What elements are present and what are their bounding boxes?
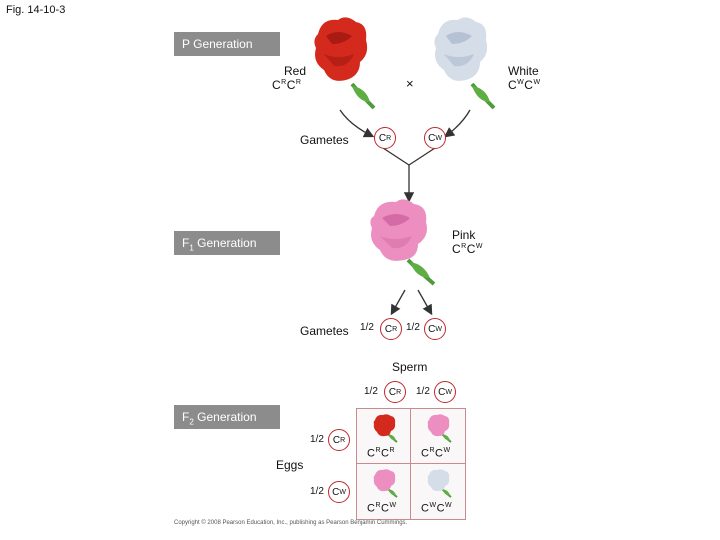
f1-gamete-white-fraction: 1/2 bbox=[406, 322, 420, 333]
f1-generation-title: F1 Generation bbox=[182, 236, 257, 253]
figure-label: Fig. 14-10-3 bbox=[6, 4, 66, 16]
punnett-genotype-rw-bottom: CRCW bbox=[367, 502, 397, 515]
p-generation-title: P Generation bbox=[182, 37, 253, 51]
sperm-white-fraction: 1/2 bbox=[416, 386, 430, 397]
pink-flower-small-image bbox=[373, 469, 398, 498]
egg-white-fraction: 1/2 bbox=[310, 486, 324, 497]
white-genotype: CWCW bbox=[508, 78, 541, 92]
p-generation-bar: P Generation bbox=[174, 32, 280, 56]
punnett-genotype-rw-top: CRCW bbox=[421, 447, 451, 460]
white-flower-small-image bbox=[427, 469, 452, 498]
f1-gametes-label: Gametes bbox=[300, 324, 349, 338]
pink-genotype: CRCW bbox=[452, 242, 484, 256]
cross-symbol: × bbox=[406, 76, 414, 91]
red-flower-small-image bbox=[373, 414, 398, 443]
punnett-cell-rw-bottom: CRCW bbox=[356, 463, 412, 520]
p-gametes-label: Gametes bbox=[300, 133, 349, 147]
white-flower-image bbox=[434, 17, 496, 110]
sperm-red-fraction: 1/2 bbox=[364, 386, 378, 397]
red-label: Red bbox=[283, 64, 306, 78]
punnett-cell-rw-top: CRCW bbox=[410, 408, 466, 465]
pink-label: Pink bbox=[452, 228, 476, 242]
pink-flower-small-image bbox=[427, 414, 452, 443]
punnett-genotype-ww: CWCW bbox=[421, 502, 453, 515]
f2-generation-title: F2 Generation bbox=[182, 410, 257, 427]
f1-generation-bar: F1 Generation bbox=[174, 231, 280, 255]
egg-red-fraction: 1/2 bbox=[310, 434, 324, 445]
white-label: White bbox=[508, 64, 539, 78]
red-flower-image bbox=[314, 17, 376, 110]
punnett-square: CRCR CRCW CRCW CWCW bbox=[356, 408, 466, 520]
eggs-label: Eggs bbox=[276, 458, 304, 472]
pink-flower-image bbox=[370, 199, 436, 286]
punnett-cell-rr: CRCR bbox=[356, 408, 412, 465]
punnett-genotype-rr: CRCR bbox=[367, 447, 396, 460]
f1-gamete-red-fraction: 1/2 bbox=[360, 322, 374, 333]
sperm-label: Sperm bbox=[392, 360, 428, 374]
red-genotype: CRCR bbox=[272, 78, 302, 92]
copyright-text: Copyright © 2008 Pearson Education, Inc.… bbox=[174, 520, 408, 526]
punnett-cell-ww: CWCW bbox=[410, 463, 466, 520]
f2-generation-bar: F2 Generation bbox=[174, 405, 280, 429]
